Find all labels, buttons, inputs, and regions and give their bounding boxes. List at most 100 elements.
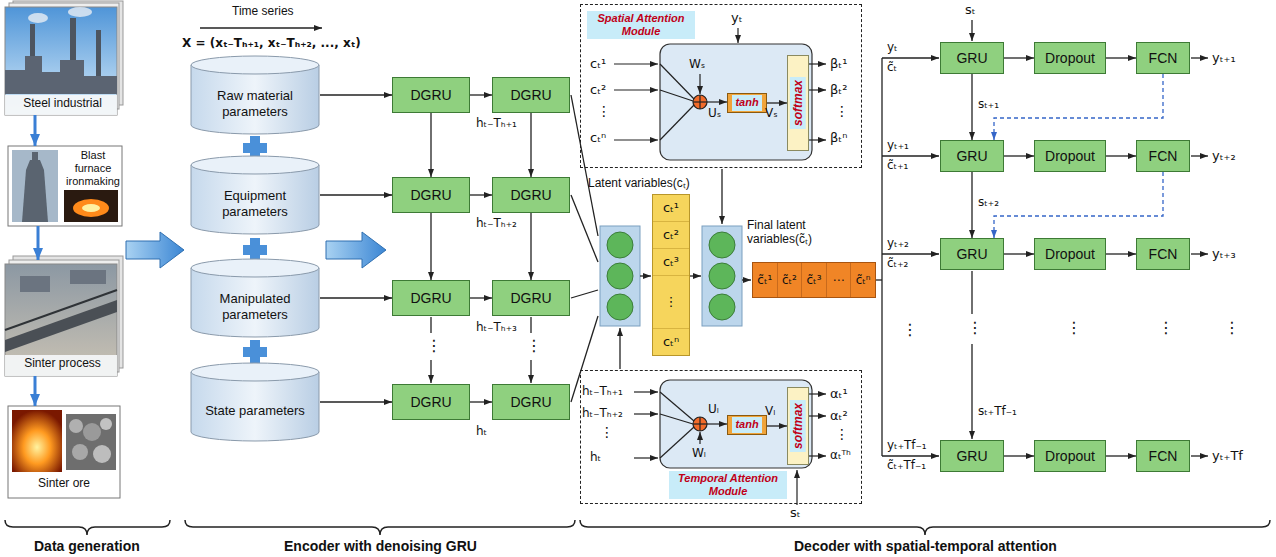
fcn-box: FCN	[1136, 238, 1190, 270]
attention-wire	[808, 393, 826, 394]
attention-wire	[614, 139, 658, 140]
weight-symbol: Wₛ	[689, 57, 705, 71]
node-label: Sinter process	[5, 356, 120, 370]
decoder-wire	[876, 279, 882, 280]
latent-wire	[721, 169, 722, 224]
input-symbol: c̃ₜ₊₁	[887, 158, 908, 172]
node-label: Manipulated parameters	[199, 291, 311, 322]
dgru-box: DGRU	[492, 280, 570, 316]
sinter-process-photo	[5, 290, 117, 330]
output-symbol: βₜ¹	[830, 56, 847, 72]
node-label: Steel industrial	[5, 96, 120, 110]
connector	[971, 74, 972, 140]
node-label: cₜ³	[653, 249, 689, 276]
input-symbol: cₜⁿ	[590, 130, 606, 146]
blast-furnace-photo	[22, 160, 48, 222]
node-label: tanh	[732, 95, 761, 110]
node-label: Dropout	[1045, 148, 1095, 165]
photo-panel: Sinter process	[5, 260, 120, 376]
ellipsis: ⋮	[597, 103, 611, 120]
dropout-box: Dropout	[1034, 238, 1106, 270]
node-label: c̃ₜ³	[802, 263, 827, 297]
cylinder-top	[191, 156, 319, 174]
neuron-stack	[709, 232, 735, 258]
input-symbol: cₜ¹	[590, 56, 606, 72]
softmax-box: softmax	[787, 387, 809, 465]
state-symbol: sₜ₊₁	[978, 97, 999, 111]
attention-inner	[660, 44, 812, 160]
fcn-box: FCN	[1136, 140, 1190, 172]
ellipsis: ⋮	[1224, 318, 1240, 337]
ellipsis: ⋮	[600, 424, 614, 441]
connector	[470, 194, 492, 195]
attention-wire	[660, 105, 694, 140]
neuron-stack	[607, 263, 633, 289]
latent-vector: cₜ¹cₜ²cₜ³⋮cₜⁿ	[652, 194, 690, 356]
gru-box: GRU	[940, 42, 1004, 74]
dropout-box: Dropout	[1034, 140, 1106, 172]
node-label: ⋯	[827, 263, 852, 297]
blast-furnace-photo	[8, 146, 122, 226]
neuron-stack	[702, 226, 742, 326]
output-symbol: βₜⁿ	[830, 130, 847, 146]
sinter-ore-photo	[83, 423, 101, 441]
feedback-arrow	[994, 172, 1163, 238]
encoder-wire	[431, 95, 598, 402]
time-arrow	[200, 27, 322, 28]
output-symbol: yₜ₊₃	[1212, 246, 1236, 262]
time-arrow	[200, 28, 322, 29]
final-latent-vector: c̃ₜ¹c̃ₜ²c̃ₜ³⋯c̃ₜⁿ	[752, 262, 876, 298]
encoder-wire	[530, 317, 531, 333]
sinter-process-photo	[5, 300, 117, 352]
block-arrow	[126, 232, 184, 268]
steel-photo	[28, 13, 48, 23]
node-label: FCN	[1149, 246, 1178, 263]
connector	[1106, 253, 1136, 254]
activation-box: tanh	[727, 415, 767, 435]
sinter-ore-photo	[8, 406, 120, 498]
attention-wire	[737, 28, 738, 43]
fcn-box: FCN	[1136, 42, 1190, 74]
node-label: Dropout	[1045, 246, 1095, 263]
node-label: Dropout	[1045, 448, 1095, 465]
section-title: Encoder with denoising GRU	[284, 538, 477, 555]
connector	[470, 94, 492, 95]
cylinder-outline	[190, 362, 320, 442]
cylinder-top	[191, 259, 319, 277]
steel-photo	[30, 24, 35, 58]
axis-label: Time series	[232, 4, 294, 18]
decoder-wire	[971, 20, 972, 41]
blast-furnace-photo	[8, 146, 122, 226]
encoder-wire	[571, 95, 598, 236]
attention-wire	[808, 455, 826, 456]
attention-wire	[699, 432, 700, 444]
dgru-box: DGRU	[392, 77, 470, 113]
sinter-ore-photo	[72, 444, 88, 460]
blast-furnace-photo	[12, 150, 58, 222]
node-label: DGRU	[510, 394, 551, 411]
weight-symbol: Vₗ	[765, 404, 775, 418]
node-label: DGRU	[410, 290, 451, 307]
latent-wire	[690, 275, 701, 276]
ellipsis: ⋮	[1158, 318, 1174, 337]
state-symbol: sₜ	[965, 2, 976, 18]
section-title: Decoder with spatial-temporal attention	[794, 538, 1057, 555]
ellipsis: ⋮	[835, 103, 849, 120]
data-cylinder: Manipulated parameters	[190, 258, 320, 338]
decoder-wire	[1191, 253, 1208, 254]
steel-photo	[96, 30, 101, 76]
input-symbol: sₜ	[790, 505, 801, 521]
cylinder-body	[191, 268, 319, 337]
feedback-arrow	[994, 74, 1163, 140]
node-label: Sinter ore	[8, 476, 120, 490]
decoder-wire	[1191, 57, 1208, 58]
output-symbol: yₜ₊Tf	[1212, 448, 1243, 464]
photo-panel: Steel industrial	[5, 5, 120, 115]
steel-photo	[5, 56, 117, 94]
node-label: c̃ₜⁿ	[851, 263, 875, 297]
node-label: cₜⁿ	[653, 329, 689, 355]
caption-label: Latent variables(cₜ)	[588, 176, 690, 190]
connector	[1004, 155, 1034, 156]
connector	[430, 113, 431, 177]
